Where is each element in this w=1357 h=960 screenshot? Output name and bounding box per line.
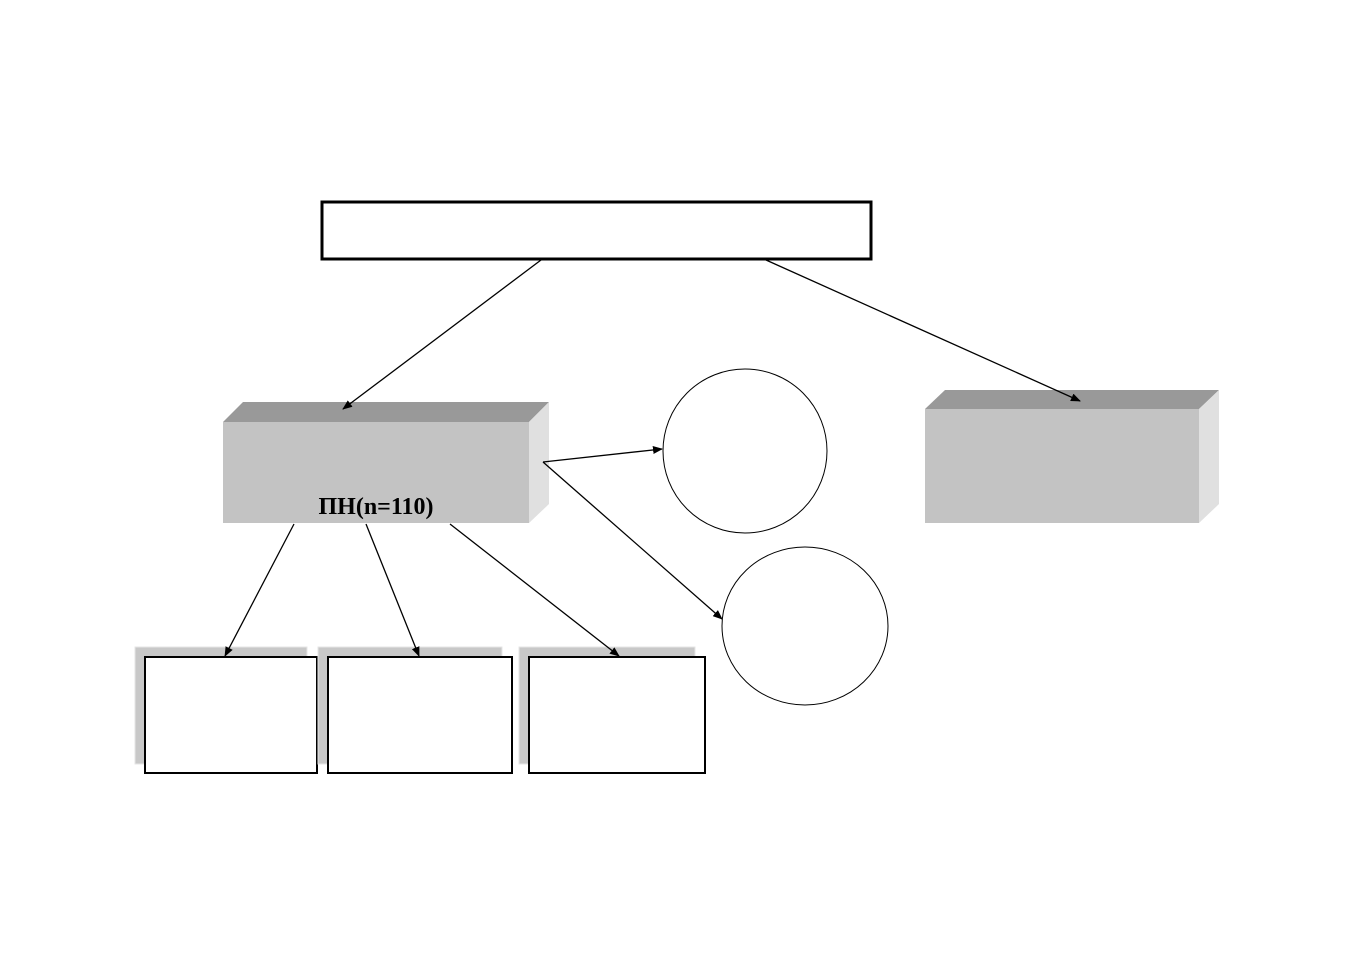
arrow-left-block-to-circle-upper — [542, 446, 663, 463]
left-block: ПН(n=110) — [223, 402, 549, 523]
arrow-left-block-to-bottom-box-3 — [449, 523, 620, 657]
right-block — [925, 390, 1219, 523]
circle-upper — [662, 368, 828, 534]
connectors — [224, 259, 1081, 657]
left-block-label: ПН(n=110) — [318, 494, 433, 520]
bottom-box-1 — [134, 646, 318, 774]
bottom-box-2 — [317, 646, 513, 774]
arrow-left-block-to-circle-lower — [542, 461, 723, 620]
arrow-top-to-right-block — [765, 259, 1081, 402]
arrow-left-block-to-bottom-box-2 — [365, 523, 420, 657]
top-box — [320, 200, 873, 261]
circle-lower — [721, 546, 889, 706]
bottom-box-3 — [518, 646, 706, 774]
arrow-left-block-to-bottom-box-1 — [224, 523, 295, 657]
arrow-top-to-left-block — [342, 259, 542, 410]
